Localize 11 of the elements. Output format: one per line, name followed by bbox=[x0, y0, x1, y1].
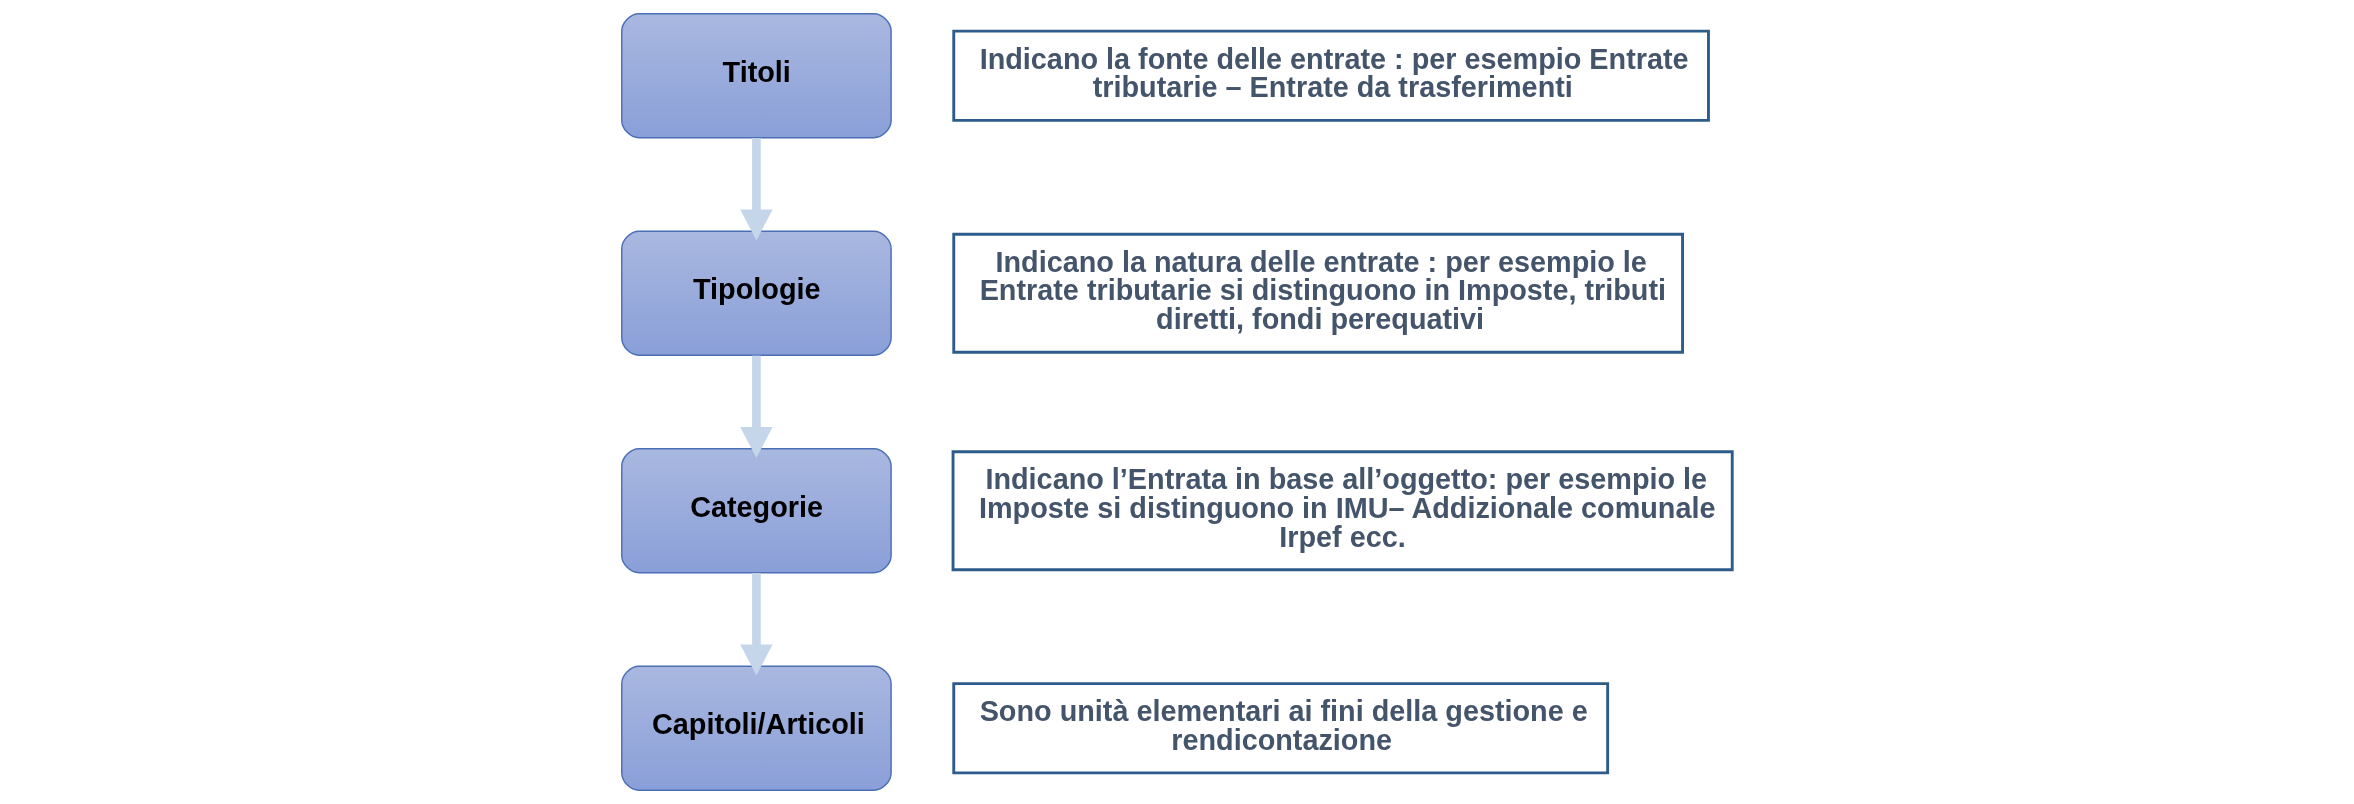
node-box: Indicano la natura delle entrate : per esempio le Entrate tributarie si distinguono in Imposte, tributi diretti, fondi perequativi bbox=[952, 232, 1684, 354]
arrow bbox=[740, 573, 773, 676]
node-box: Tipologie bbox=[621, 230, 892, 356]
node-box: Categorie bbox=[621, 448, 892, 574]
node-box: Titoli bbox=[621, 13, 892, 139]
arrow bbox=[740, 138, 773, 241]
node-box: Indicano l’Entrata in base all’oggetto: per esempio le Imposte si distinguono in IMU– Addizionale comunale Irpef ecc. bbox=[951, 450, 1734, 572]
arrow bbox=[740, 355, 773, 458]
node-box: Capitoli/Articoli bbox=[621, 665, 892, 791]
node-box: Sono unità elementari ai fini della gestione e rendicontazione bbox=[952, 682, 1610, 775]
node-box: Indicano la fonte delle entrate : per esempio Entrate tributarie – Entrate da trasferimenti bbox=[952, 29, 1710, 122]
